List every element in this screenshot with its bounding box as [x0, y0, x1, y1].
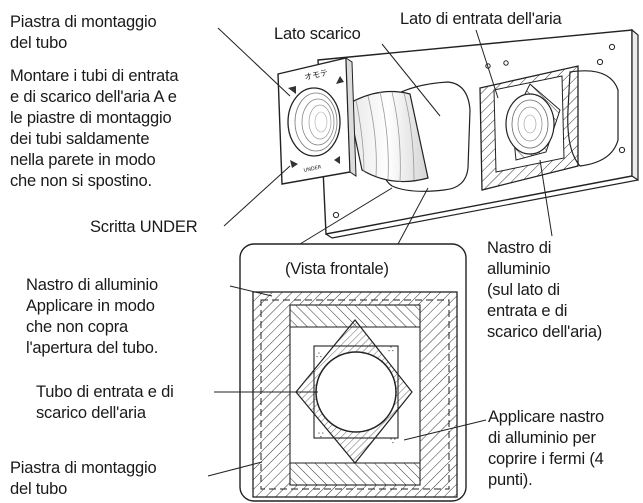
svg-text:∵: ∵	[318, 431, 324, 441]
plate-stamp-bottom: UNDER	[303, 164, 322, 174]
under-text-label: Scritta UNDER	[90, 218, 198, 236]
svg-text:∴: ∴	[316, 351, 322, 361]
plate-title-label: Piastra di montaggio del tubo	[10, 13, 157, 52]
aluminum-tape-side-label: Nastro di alluminio (sul lato di entrata…	[487, 239, 603, 341]
front-view-drawing: ∴ ∴ ∵ ∵	[252, 291, 458, 498]
exhaust-tube	[347, 90, 429, 183]
aluminum-tape-apply-label: Nastro di alluminio Applicare in modo ch…	[26, 276, 159, 357]
front-view-label: (Vista frontale)	[285, 260, 389, 278]
apply-tape-fasteners-label: Applicare nastro di alluminio per coprir…	[488, 408, 605, 489]
mount-instructions-label: Montare i tubi di entrata e di scarico d…	[10, 67, 179, 190]
svg-text:∵: ∵	[390, 437, 396, 447]
leader-lines	[207, 27, 553, 477]
intake-side-label: Lato di entrata dell'aria	[400, 10, 562, 28]
mounting-plate-3d	[277, 57, 357, 185]
pipe-label: Tubo di entrata e di scarico dell'aria	[36, 383, 174, 422]
exhaust-side-label: Lato scarico	[274, 25, 361, 43]
plate-bottom-label: Piastra di montaggio del tubo	[10, 459, 157, 498]
svg-text:∴: ∴	[388, 345, 394, 355]
intake-plate	[479, 65, 579, 191]
